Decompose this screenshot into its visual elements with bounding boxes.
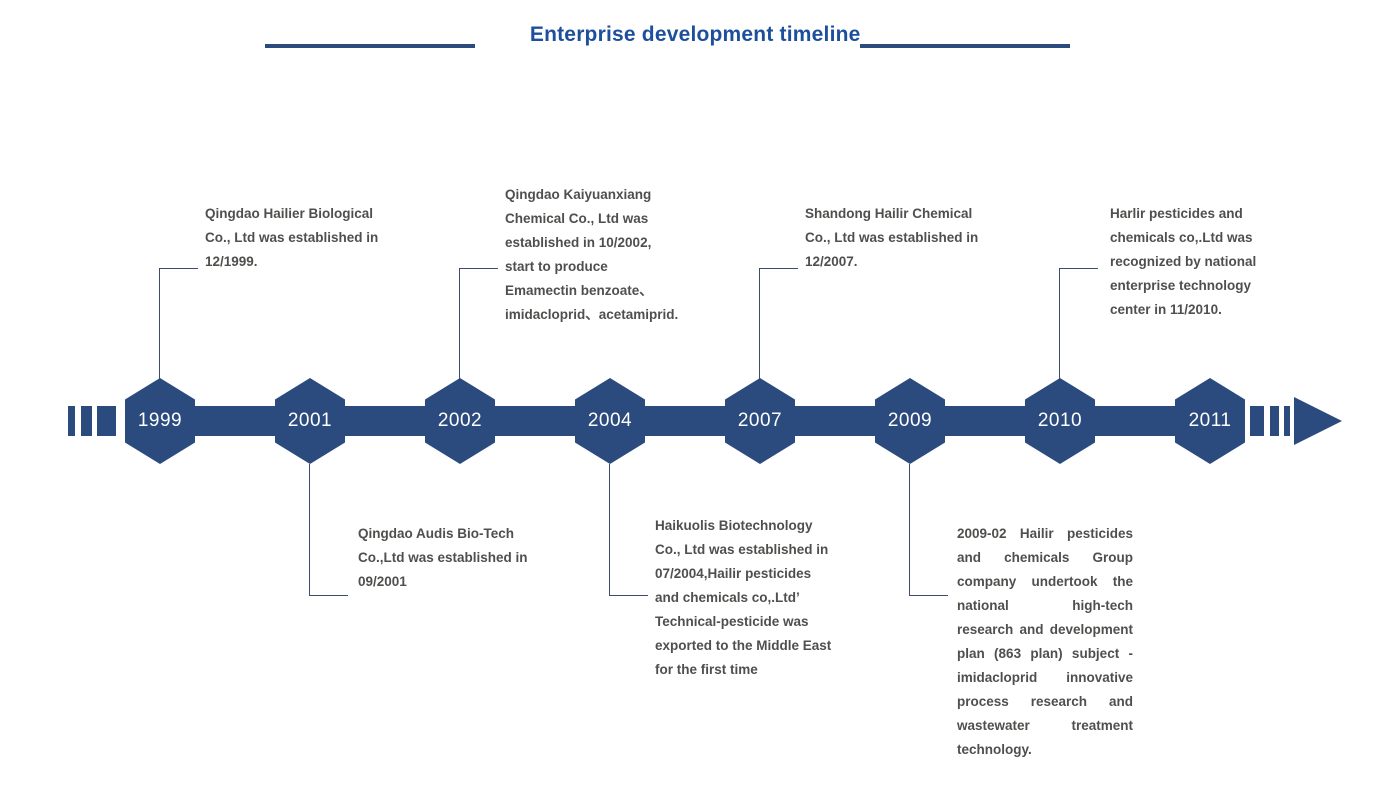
- event-note-line: Co., Ltd was established in: [205, 230, 379, 245]
- event-note-line: imidacloprid innovative: [957, 670, 1133, 685]
- event-note-line: Co., Ltd was established in: [655, 542, 829, 557]
- year-label: 2011: [1188, 410, 1232, 431]
- event-note-line: and chemicals Group: [957, 550, 1133, 565]
- event-note-line: center in 11/2010.: [1110, 302, 1222, 317]
- year-hexagon-2010: 2010: [1025, 378, 1095, 464]
- event-note-line: Shandong Hailir Chemical: [805, 206, 973, 221]
- year-label: 2001: [287, 410, 333, 431]
- year-hexagon-2009: 2009: [875, 378, 945, 464]
- event-note-line: 12/1999.: [205, 254, 258, 269]
- event-note-line: Haikuolis Biotechnology: [655, 518, 813, 533]
- event-note-line: wastewater treatment: [957, 718, 1133, 733]
- year-label: 1999: [137, 410, 183, 431]
- page-title: Enterprise development timeline: [529, 23, 861, 46]
- connector-elbow-2010: [1060, 268, 1098, 269]
- event-note-line: exported to the Middle East: [655, 638, 832, 653]
- event-note-line: start to produce: [505, 259, 608, 274]
- event-note-2009: 2009-02 Hailir pesticides and chemicals G…: [957, 522, 1133, 762]
- year-label: 2010: [1037, 410, 1083, 431]
- year-label: 2009: [887, 410, 933, 431]
- connector-elbow-2009: [910, 595, 948, 596]
- connector-vertical-2002: [459, 268, 460, 379]
- timeline-lead-dash-1: [68, 406, 75, 436]
- timeline-trail-dash-3: [1284, 406, 1290, 436]
- event-note-line: company undertook the: [957, 574, 1133, 589]
- event-note-line: recognized by national: [1110, 254, 1257, 269]
- timeline-lead-dash-3: [97, 406, 116, 436]
- connector-elbow-2007: [760, 268, 798, 269]
- event-note-line: national high-tech: [957, 598, 1133, 613]
- event-note-line: and chemicals co,.Ltd’: [655, 590, 800, 605]
- event-note-line: Chemical Co., Ltd was: [505, 211, 649, 226]
- connector-vertical-2004: [609, 464, 610, 596]
- event-note-line: 2009-02 Hailir pesticides: [957, 526, 1133, 541]
- connector-vertical-2001: [309, 464, 310, 596]
- year-hexagon-2001: 2001: [275, 378, 345, 464]
- year-label: 2007: [737, 410, 783, 431]
- event-note-line: established in 10/2002,: [505, 235, 652, 250]
- connector-elbow-1999: [160, 268, 198, 269]
- event-note-line: Co.,Ltd was established in: [358, 550, 528, 565]
- connector-vertical-2010: [1059, 268, 1060, 379]
- event-note-line: imidacloprid、acetamiprid.: [505, 307, 679, 322]
- connector-vertical-2007: [759, 268, 760, 379]
- event-note-line: 12/2007.: [805, 254, 858, 269]
- event-note-line: process research and: [957, 694, 1133, 709]
- year-hexagon-2002: 2002: [425, 378, 495, 464]
- year-hexagon-1999: 1999: [125, 378, 195, 464]
- connector-elbow-2002: [460, 268, 498, 269]
- event-note-line: enterprise technology: [1110, 278, 1252, 293]
- timeline-lead-dash-2: [81, 406, 92, 436]
- event-note-line: research and development: [957, 622, 1133, 637]
- year-hexagon-2011: 2011: [1175, 378, 1245, 464]
- event-note-line: Qingdao Kaiyuanxiang: [505, 187, 652, 202]
- event-note-line: chemicals co,.Ltd was: [1110, 230, 1253, 245]
- year-label: 2004: [587, 410, 633, 431]
- event-note-line: 07/2004,Hailir pesticides: [655, 566, 812, 581]
- connector-vertical-1999: [159, 268, 160, 379]
- event-note-line: technology.: [957, 742, 1032, 757]
- event-note-line: for the first time: [655, 662, 758, 677]
- event-note-line: 09/2001: [358, 574, 407, 589]
- year-label: 2002: [437, 410, 483, 431]
- connector-elbow-2001: [310, 595, 348, 596]
- timeline-trail-dash-2: [1270, 406, 1279, 436]
- event-note-line: Co., Ltd was established in: [805, 230, 979, 245]
- timeline-trail-dash-1: [1250, 406, 1264, 436]
- event-note-line: Qingdao Audis Bio-Tech: [358, 526, 514, 541]
- event-note-line: Qingdao Hailier Biological: [205, 206, 374, 221]
- year-hexagon-2007: 2007: [725, 378, 795, 464]
- event-note-line: Emamectin benzoate、: [505, 283, 653, 298]
- title-underline-left: [265, 44, 475, 48]
- timeline-arrow-icon: [1294, 397, 1342, 445]
- title-underline-right: [860, 44, 1070, 48]
- event-note-2010: Harlir pesticides and chemicals co,.Ltd w…: [1110, 202, 1278, 322]
- connector-vertical-2009: [909, 464, 910, 596]
- year-hexagon-2004: 2004: [575, 378, 645, 464]
- event-note-line: Harlir pesticides and: [1110, 206, 1243, 221]
- event-note-line: plan (863 plan) subject -: [957, 646, 1133, 661]
- connector-elbow-2004: [610, 595, 648, 596]
- event-note-line: Technical-pesticide was: [655, 614, 809, 629]
